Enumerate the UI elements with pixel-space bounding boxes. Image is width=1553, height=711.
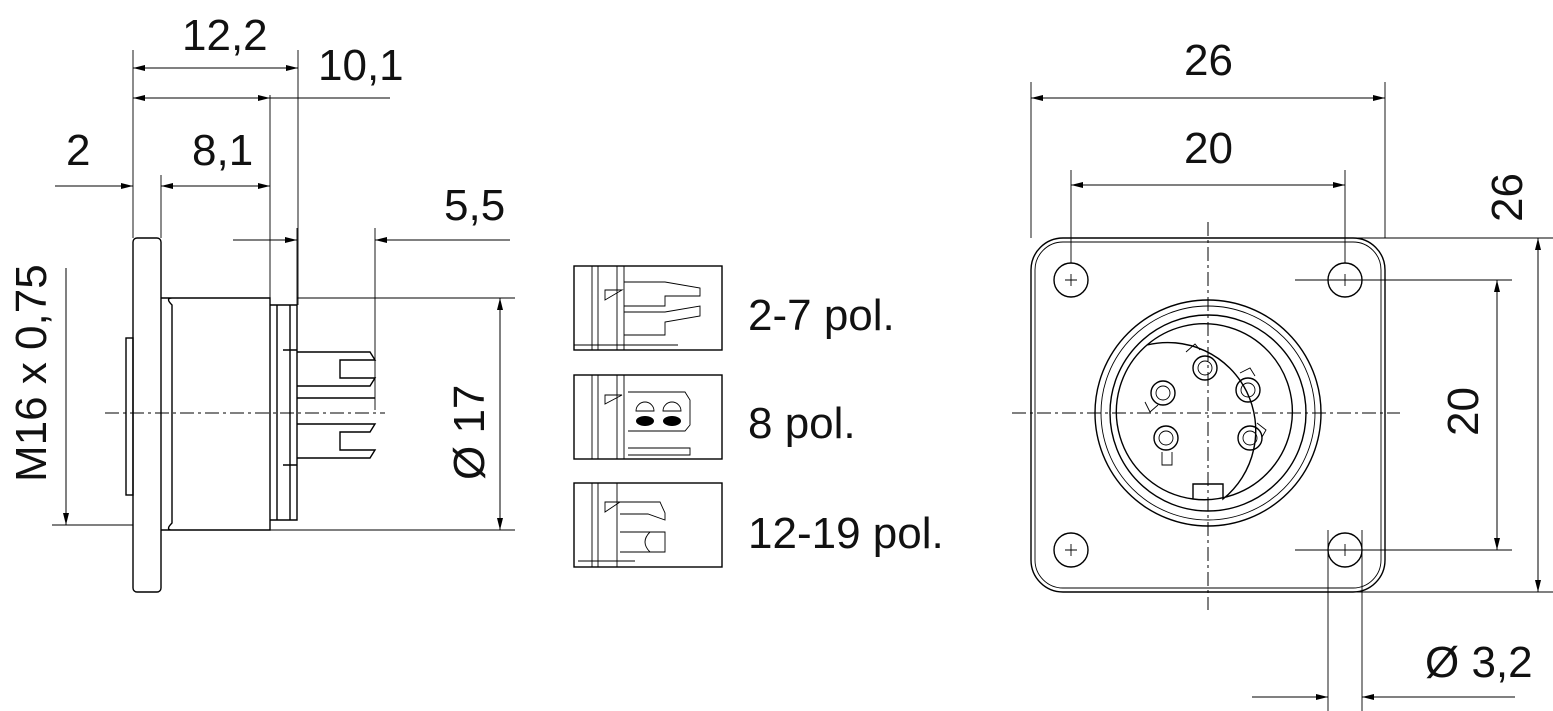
dim-hole-diameter: Ø 3,2 xyxy=(1425,638,1533,687)
variant-label: 2-7 pol. xyxy=(748,291,895,340)
dim-flange: 2 xyxy=(66,126,90,175)
insert-face xyxy=(1115,323,1294,501)
dim-height-holes: 20 xyxy=(1439,387,1488,436)
dim-body: 8,1 xyxy=(192,126,253,175)
variant-12-19: 12-19 pol. xyxy=(573,482,944,568)
contacts xyxy=(1144,343,1267,466)
contact-pins xyxy=(283,349,377,466)
dim-body-length: 10,1 xyxy=(318,41,404,90)
variant-label: 8 pol. xyxy=(748,399,856,448)
front-view: 26 20 26 20 Ø 3,2 xyxy=(1012,36,1553,711)
side-view: 12,2 10,1 2 8,1 5,5 Ø 17 M16 x 0,75 xyxy=(7,11,515,593)
dim-total-length: 12,2 xyxy=(182,11,268,60)
flange xyxy=(132,237,162,593)
housing-body xyxy=(161,297,271,531)
variant-2-7: 2-7 pol. xyxy=(573,265,895,351)
thread-stub xyxy=(125,337,134,496)
dim-height-outer: 26 xyxy=(1483,173,1532,222)
dim-diameter: Ø 17 xyxy=(445,385,494,480)
mounting-hole xyxy=(1053,532,1089,568)
thread-spec: M16 x 0,75 xyxy=(7,264,56,482)
variant-8: 8 pol. xyxy=(573,374,856,460)
dim-pin-length: 5,5 xyxy=(444,181,505,230)
contact-variants: 2-7 pol. 8 pol. 12-19 pol. xyxy=(573,265,944,568)
variant-label: 12-19 pol. xyxy=(748,509,944,558)
dim-width-outer: 26 xyxy=(1184,36,1233,85)
dim-width-holes: 20 xyxy=(1184,124,1233,173)
